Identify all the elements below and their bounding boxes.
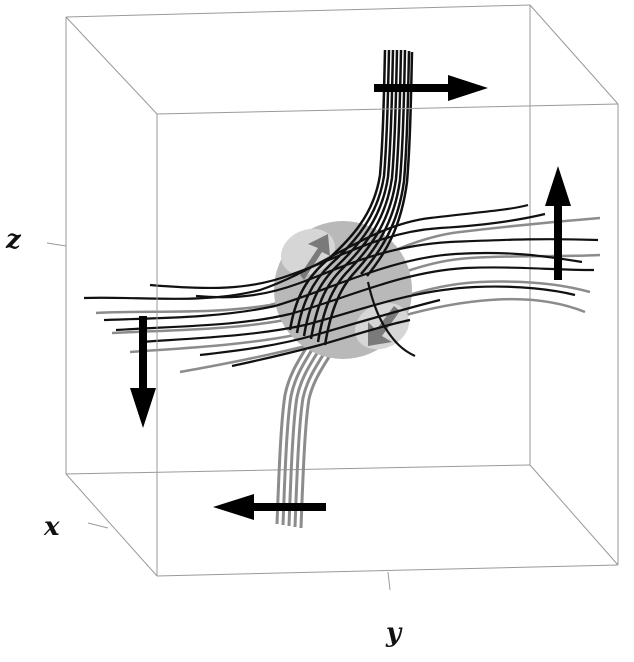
arrow-top-right [374, 75, 488, 101]
axis-label-y: y [386, 618, 402, 648]
arrow-left-down [130, 316, 156, 428]
field-lines-black-horizontal [83, 203, 599, 368]
axis-label-z: z [6, 225, 21, 255]
bounding-box-front [156, 103, 619, 577]
arrow-right-up [545, 166, 571, 280]
axis-label-x: x [44, 512, 60, 542]
arrow-bottom-left [213, 494, 326, 520]
axis-ticks [46, 242, 391, 591]
